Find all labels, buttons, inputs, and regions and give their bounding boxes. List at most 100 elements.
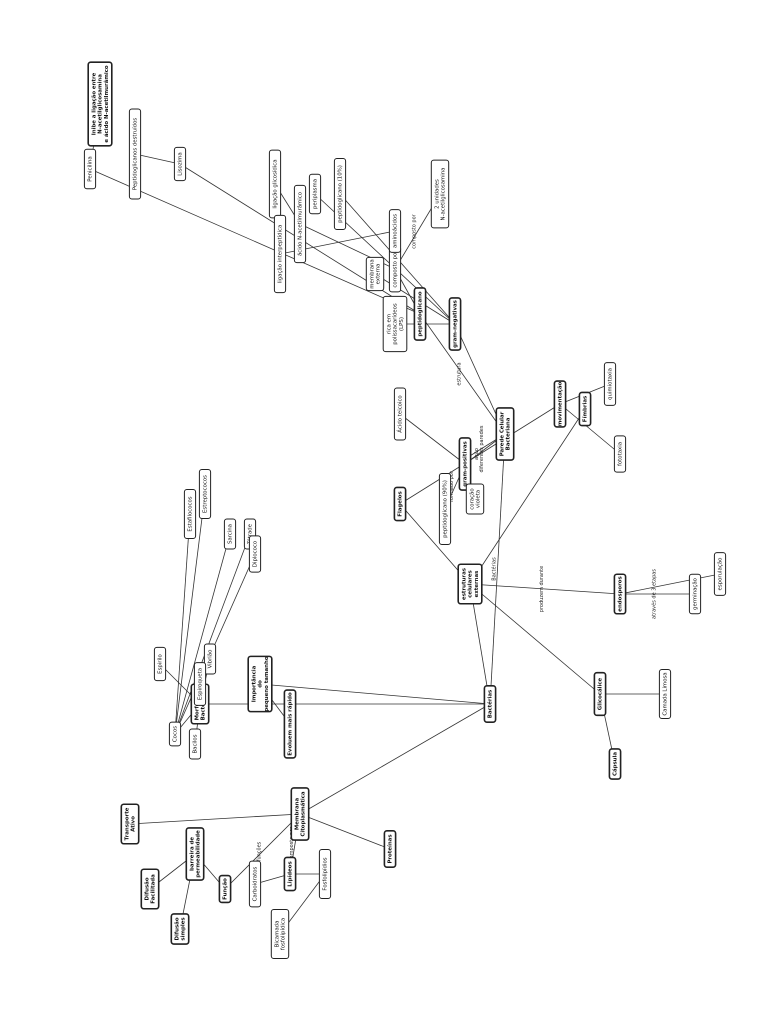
node-label: membrana [370,259,376,288]
node-label: ligação glicosídica [272,159,279,208]
node-label: peptidoglicano [418,291,424,337]
node-box [393,486,407,522]
node-peptidoglicano-10: peptidoglicano (10%) [333,158,347,230]
link-lisozima-peptidoglicanos [134,153,181,165]
node-label: 2 unidades [435,179,441,209]
node-label: Função [223,878,229,900]
node-box [613,573,627,615]
node-label: Espiroqueta [198,668,204,700]
link-label-peptido_comp: composto por [412,213,418,248]
node-box [388,209,402,253]
node-label: Tétrade [247,523,254,545]
link-cocos-sarcina [174,533,231,735]
node-label: N-acetilglicosamina [98,74,104,134]
node-label: germinação [693,578,699,610]
link-peptidoglicano-penicilina [89,168,421,315]
node-label: Glicocálice [597,677,604,710]
node-periplasma: periplasma [308,173,322,215]
node-box [365,256,385,292]
node-box [87,61,113,147]
node-label: e ácido N-acetilmurâmico [103,65,110,143]
node-label: Lipídeos [287,861,294,886]
node-capsula: Cápsula [608,748,622,780]
node-fototaxia: fototaxia [613,435,627,473]
link-membrana_cit-funcao [224,813,301,890]
node-aminoacidos: aminoácidos [388,209,402,253]
node-grampos: gram-positivas [458,437,472,491]
node-label: Fímbrias [582,396,589,422]
node-peptidoglicanos: Peptidoglicanos destruídos [128,108,142,200]
node-label: externas [474,571,480,598]
node-lipideos: Lipídeos [283,856,297,892]
node-label: gram-negativas [453,300,459,348]
node-box [203,643,217,675]
node-box [458,437,472,491]
node-box [223,518,237,550]
node-box [168,721,182,747]
node-label: Camada Limosa [663,672,669,715]
node-box [688,573,702,615]
node-box [308,173,322,215]
node-box [170,913,190,945]
node-label: Citoplasmática [300,791,307,837]
node-label: externa [376,264,382,285]
link-label-produzem: produzem durante [539,566,545,612]
node-box [603,362,617,406]
node-box [578,391,592,427]
node-acidonam: ácido N-acetilmurâmico [293,184,307,264]
node-label: Vibrião [208,650,214,669]
link-estruturas_ext-fimbrias [469,408,586,585]
node-camada-limosa: Camada Limosa [658,669,672,719]
node-box [247,655,273,713]
link-cocos-estafilococos [174,513,191,735]
node-box [413,287,427,341]
link-label-funcoes: funções [257,841,263,861]
node-box [483,685,497,723]
node-label: Estreptococos [203,475,209,513]
node-fimbrias: Fímbrias [578,391,592,427]
node-label: Bacteriana [506,417,512,450]
node-label: esporulação [718,558,724,591]
node-compostopor: composto por [388,245,402,293]
node-cocos: Cocos [168,721,182,747]
node-label: Bactérias [487,690,494,719]
node-box [318,849,332,899]
node-endosporos: endosporos [613,573,627,615]
node-ligacao-inter: ligação interpeptídica [273,214,287,294]
node-carboidratos: Carboidratos [248,860,262,908]
link-endosporos-esporulacao [619,573,721,595]
node-label: Cápsula [612,752,619,776]
node-label: (LPS) [399,317,405,331]
node-label: endosporos [618,576,624,611]
node-box [128,108,142,200]
node-box [188,728,202,760]
node-estreptococos: Estreptococos [198,469,212,519]
node-box [293,184,307,264]
node-box [713,552,727,596]
link-flagelos-movimentacao [399,403,561,505]
link-membrana_cit-transporte [129,813,301,825]
node-label: Lisozima [178,152,184,176]
node-label: pequeno tamanho [264,656,270,711]
link-cocos-estreptococos [174,493,206,735]
node-evoluem: Evoluem mais rápido [283,689,297,759]
node-label: fototaxia [618,442,624,466]
node-label: rica em [386,314,392,334]
node-box [383,830,397,868]
node-label: fosfolipídica [280,918,287,950]
node-label: Importância [250,665,257,702]
node-box [173,146,187,182]
node-box [120,803,140,845]
node-label: barreira de [190,837,196,871]
node-box [593,671,607,717]
node-label: estruturas [461,568,467,600]
node-label: periplasma [313,179,319,209]
node-label: polissacarídeos [392,303,399,345]
node-label: Diplococo [253,541,259,567]
